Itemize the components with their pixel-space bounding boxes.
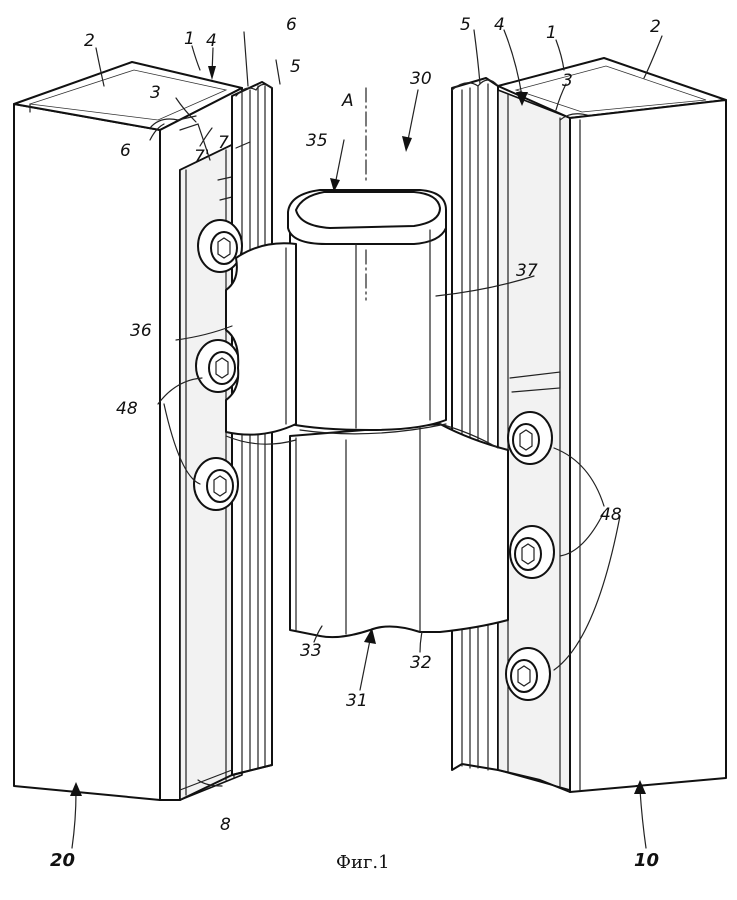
reference-labels: 2 1 4 6 5 3 6 7' 7 A 30 35 36 37 48 5 4 … [50,15,661,873]
bolt-icon [195,339,241,393]
label-32: 32 [410,653,432,673]
label-20: 20 [50,850,75,871]
label-4-left: 4 [206,31,217,51]
leader-lines [70,29,663,849]
label-37: 37 [516,261,538,281]
label-6-left: 6 [120,141,131,161]
bolt-icon [509,525,555,579]
label-3-left: 3 [150,83,161,103]
label-6-left-top: 6 [286,15,297,35]
label-48-left: 48 [116,399,138,419]
left-bolts [193,219,243,511]
label-3-right: 3 [562,71,573,91]
label-8: 8 [220,815,231,835]
label-2-left: 2 [84,31,95,51]
label-10: 10 [634,850,659,871]
label-33: 33 [300,641,322,661]
right-frame-profile [451,57,727,793]
bolt-icon [505,647,551,701]
label-7-prime: 7' [194,147,210,167]
hinge-assembly [225,87,509,639]
right-bolts [505,411,555,701]
label-axis-A: A [341,91,354,111]
bolt-icon [197,219,243,273]
label-5-right: 5 [460,15,471,35]
label-48-right: 48 [600,505,622,525]
label-31: 31 [346,691,368,711]
bolt-icon [507,411,553,465]
label-30: 30 [410,69,432,89]
label-35: 35 [306,131,328,151]
label-5-left: 5 [290,57,301,77]
label-1-right: 1 [546,23,557,43]
label-4-right: 4 [494,15,505,35]
label-36: 36 [130,321,152,341]
bolt-icon [193,457,239,511]
label-2-right: 2 [650,17,661,37]
label-7: 7 [218,133,229,153]
figure-caption: Фиг.1 [336,852,390,873]
label-1-left: 1 [184,29,195,49]
